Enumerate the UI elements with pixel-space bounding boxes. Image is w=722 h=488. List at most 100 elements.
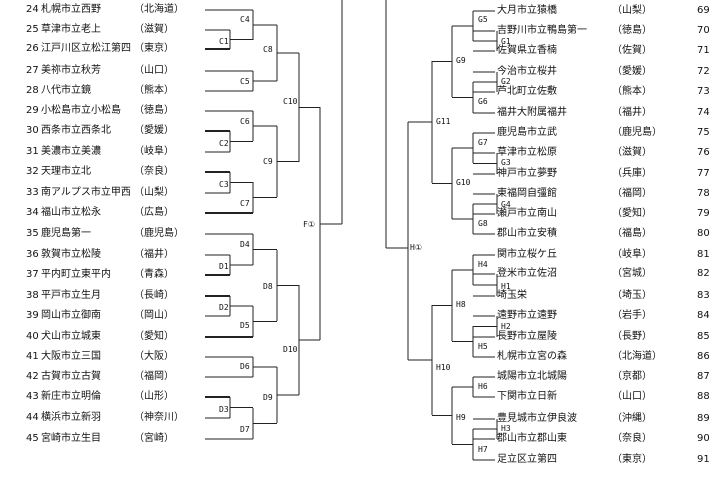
team-name: 鹿児島市立武 (497, 127, 557, 138)
match-label: C3 (219, 180, 229, 189)
team-prefecture: （福島） (612, 228, 652, 239)
team-seed-number: 86 (697, 351, 710, 362)
team-name: 関市立桜ケ丘 (497, 249, 557, 260)
team-name: 草津市立老上 (41, 24, 101, 35)
team-name: 敦賀市立松陵 (41, 249, 101, 260)
team-prefecture: （長野） (612, 331, 652, 342)
team-prefecture: （長崎） (134, 290, 174, 301)
team-name: 江戸川区立松江第四 (41, 43, 131, 54)
team-name: 神戸市立夢野 (497, 168, 557, 179)
match-label: H6 (478, 382, 488, 391)
match-label: D10 (283, 345, 298, 354)
team-prefecture: （北海道） (612, 351, 662, 362)
team-seed-number: 38 (26, 290, 39, 301)
team-seed-number: 24 (26, 4, 39, 15)
team-prefecture: （岡山） (134, 310, 174, 321)
team-seed-number: 87 (697, 371, 710, 382)
team-name: 南アルプス市立甲西 (41, 187, 131, 198)
match-label: G10 (456, 178, 471, 187)
team-seed-number: 32 (26, 166, 39, 177)
team-name: 今治市立桜井 (497, 66, 557, 77)
match-label: G3 (501, 158, 511, 167)
match-label: D8 (263, 282, 273, 291)
match-label: H10 (436, 363, 451, 372)
match-label: C1 (219, 37, 229, 46)
team-name: 大月市立猿橋 (497, 5, 557, 16)
team-prefecture: （山口） (612, 391, 652, 402)
team-name: 札幌市立西野 (41, 4, 101, 15)
team-name: 八代市立鏡 (41, 85, 91, 96)
match-label: G7 (478, 138, 488, 147)
team-name: 遠野市立遠野 (497, 310, 557, 321)
team-prefecture: （兵庫） (612, 168, 652, 179)
team-seed-number: 30 (26, 125, 39, 136)
match-label: H4 (478, 260, 488, 269)
team-seed-number: 73 (697, 86, 710, 97)
team-name: 登米市立佐沼 (497, 268, 557, 279)
team-seed-number: 39 (26, 310, 39, 321)
team-seed-number: 36 (26, 249, 39, 260)
match-label: D7 (240, 425, 250, 434)
team-prefecture: （福岡） (612, 188, 652, 199)
team-prefecture: （福井） (612, 107, 652, 118)
match-label: C2 (219, 139, 229, 148)
match-label: H5 (478, 342, 488, 351)
match-label: G5 (478, 15, 488, 24)
team-prefecture: （山梨） (612, 5, 652, 16)
match-label: G6 (478, 97, 488, 106)
team-name: 宮崎市立生目 (41, 433, 101, 444)
team-seed-number: 37 (26, 269, 39, 280)
team-name: 札幌市立宮の森 (497, 351, 567, 362)
team-seed-number: 90 (697, 433, 710, 444)
team-name: 古賀市立古賀 (41, 371, 101, 382)
team-seed-number: 41 (26, 351, 39, 362)
team-prefecture: （宮城） (612, 268, 652, 279)
team-prefecture: （愛媛） (612, 66, 652, 77)
team-seed-number: 78 (697, 188, 710, 199)
team-seed-number: 44 (26, 412, 39, 423)
team-name: 長野市立屋陵 (497, 331, 557, 342)
team-seed-number: 27 (26, 65, 39, 76)
match-label: D2 (219, 303, 229, 312)
team-seed-number: 83 (697, 290, 710, 301)
match-label: H1 (501, 282, 511, 291)
team-prefecture: （愛媛） (134, 125, 174, 136)
team-seed-number: 72 (697, 66, 710, 77)
match-label: G9 (456, 56, 466, 65)
team-name: 横浜市立新羽 (41, 412, 101, 423)
team-seed-number: 43 (26, 391, 39, 402)
team-prefecture: （佐賀） (612, 45, 652, 56)
team-seed-number: 31 (26, 146, 39, 157)
match-label: D9 (263, 393, 273, 402)
team-seed-number: 85 (697, 331, 710, 342)
team-name: 郡山市立郡山東 (497, 433, 567, 444)
team-seed-number: 84 (697, 310, 710, 321)
match-label: H9 (456, 413, 466, 422)
team-seed-number: 88 (697, 391, 710, 402)
match-label: H7 (478, 445, 488, 454)
team-seed-number: 34 (26, 207, 39, 218)
team-prefecture: （熊本） (134, 85, 174, 96)
team-name: 東福岡自彊館 (497, 188, 557, 199)
team-prefecture: （愛知） (612, 208, 652, 219)
match-label: C5 (240, 77, 250, 86)
match-label: G4 (501, 200, 511, 209)
team-name: 福井大附属福井 (497, 107, 567, 118)
team-prefecture: （鹿児島） (612, 127, 662, 138)
team-seed-number: 75 (697, 127, 710, 138)
team-seed-number: 35 (26, 228, 39, 239)
team-prefecture: （滋賀） (134, 24, 174, 35)
team-name: 吉野川市立鴨島第一 (497, 25, 587, 36)
team-name: 平内町立東平内 (41, 269, 111, 280)
team-seed-number: 91 (697, 454, 710, 465)
team-name: 美濃市立美濃 (41, 146, 101, 157)
team-prefecture: （福井） (134, 249, 174, 260)
team-name: 天理市立北 (41, 166, 91, 177)
team-name: 埼玉栄 (497, 290, 527, 301)
match-label: H3 (501, 424, 511, 433)
match-label: D3 (219, 405, 229, 414)
match-label: G11 (436, 117, 451, 126)
team-name: 下関市立日新 (497, 391, 557, 402)
team-name: 城陽市立北城陽 (497, 371, 567, 382)
